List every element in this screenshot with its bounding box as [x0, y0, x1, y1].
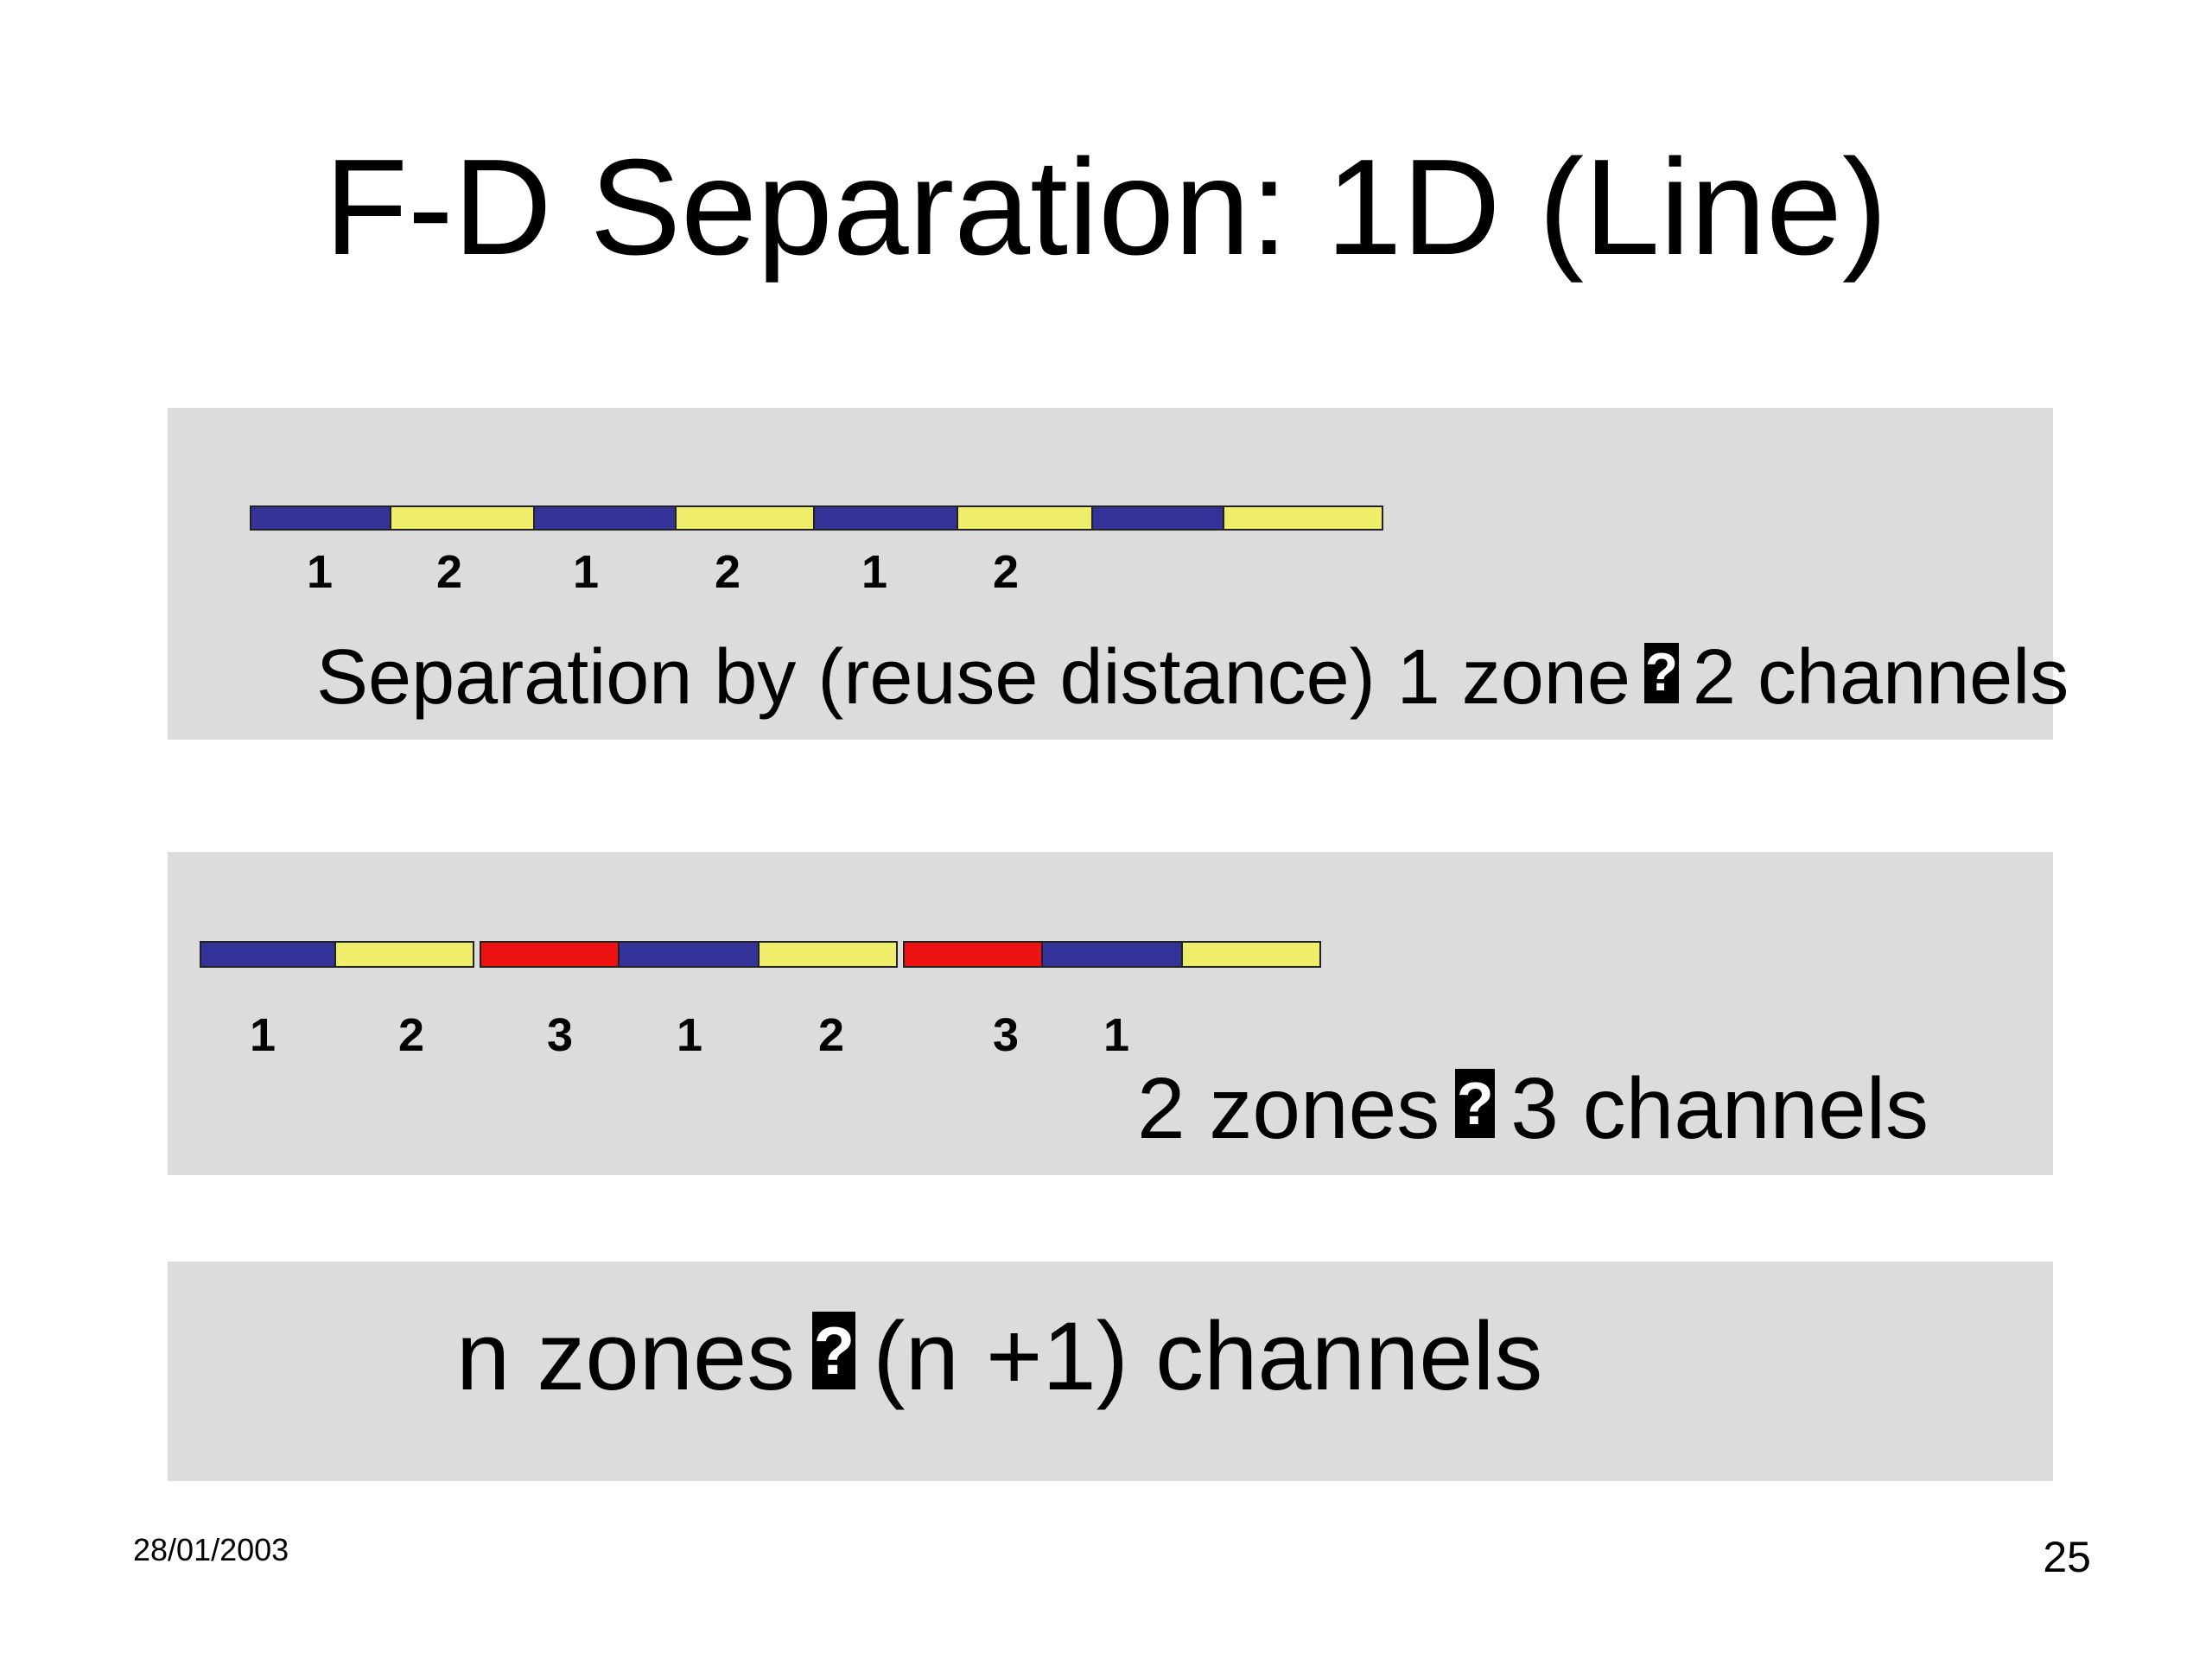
- segment-label: 2: [817, 1009, 845, 1061]
- caption-two-channel-before: Separation by (reuse distance) 1 zone: [316, 634, 1630, 721]
- segment-label: 1: [861, 546, 888, 598]
- implies-arrow-icon: [812, 1312, 856, 1389]
- caption-general-rule: n zones (n +1) channels: [456, 1303, 1542, 1410]
- page-number: 25: [2043, 1533, 2091, 1581]
- segment-label: 2: [397, 1009, 425, 1061]
- segment-label: 2: [992, 546, 1020, 598]
- slide-title: F-D Separation: 1D (Line): [324, 131, 1888, 283]
- caption-two-channel-after: 2 channels: [1692, 634, 2069, 721]
- segment-label: 2: [714, 546, 741, 598]
- caption-three-channel-before: 2 zones: [1137, 1060, 1440, 1157]
- segment-label: 1: [249, 1009, 276, 1061]
- caption-general-rule-before: n zones: [456, 1302, 796, 1410]
- panel-general-rule: [168, 1262, 2053, 1481]
- caption-three-channel-after: 3 channels: [1510, 1060, 1929, 1157]
- caption-two-channel: Separation by (reuse distance) 1 zone 2 c…: [316, 634, 2069, 721]
- caption-three-channel: 2 zones 3 channels: [1137, 1061, 1929, 1156]
- segment-label: 1: [572, 546, 600, 598]
- segment-label: 1: [306, 546, 334, 598]
- implies-arrow-icon: [1643, 643, 1679, 703]
- segment-label: 2: [435, 546, 463, 598]
- segment-label: 3: [992, 1009, 1020, 1061]
- segment-label: 3: [546, 1009, 574, 1061]
- implies-arrow-icon: [1455, 1069, 1496, 1138]
- footer-date: 28/01/2003: [133, 1532, 289, 1567]
- panel-two-channel: [168, 408, 2053, 740]
- caption-general-rule-after: (n +1) channels: [873, 1302, 1543, 1410]
- segment-label: 1: [1103, 1009, 1130, 1061]
- panel-three-channel: [168, 852, 2053, 1175]
- segment-label: 1: [676, 1009, 703, 1061]
